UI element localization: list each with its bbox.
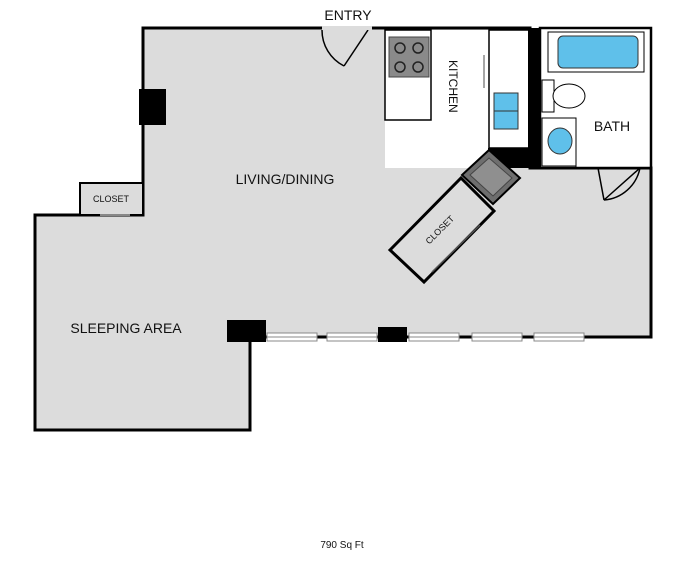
stove-burner-icon [394, 61, 406, 73]
area-label: 790 Sq Ft [320, 540, 364, 551]
stove-burner-icon [412, 42, 424, 54]
column [227, 320, 266, 342]
left-closet-label: CLOSET [93, 194, 130, 204]
bathroom-sink [547, 127, 573, 155]
bathtub-basin [557, 35, 639, 69]
left-closet [79, 182, 144, 216]
column [378, 327, 407, 342]
center-closet-door [431, 224, 481, 273]
entry-door-panel [343, 29, 369, 67]
entry-label: ENTRY [324, 7, 372, 23]
bath-door-swing [597, 167, 641, 201]
bath-label: BATH [594, 118, 630, 134]
kitchen-label: KITCHEN [446, 60, 460, 113]
kitchen-floor [432, 30, 488, 168]
stove-burner-icon [412, 61, 424, 73]
refrigerator-top [469, 157, 513, 197]
kitchen-bath-wall [488, 28, 548, 168]
sink-counter [488, 29, 530, 149]
sleeping-area-label: SLEEPING AREA [70, 320, 182, 336]
stove [388, 36, 430, 78]
column [139, 89, 166, 125]
toilet-tank [541, 79, 555, 113]
center-closet [387, 175, 497, 285]
living-dining-label: LIVING/DINING [236, 171, 335, 187]
windows [266, 332, 585, 342]
bath-door-panel [603, 167, 641, 201]
toilet-bowl [552, 83, 586, 109]
stove-burner-icon [394, 42, 406, 54]
entry-door-swing [321, 29, 345, 67]
